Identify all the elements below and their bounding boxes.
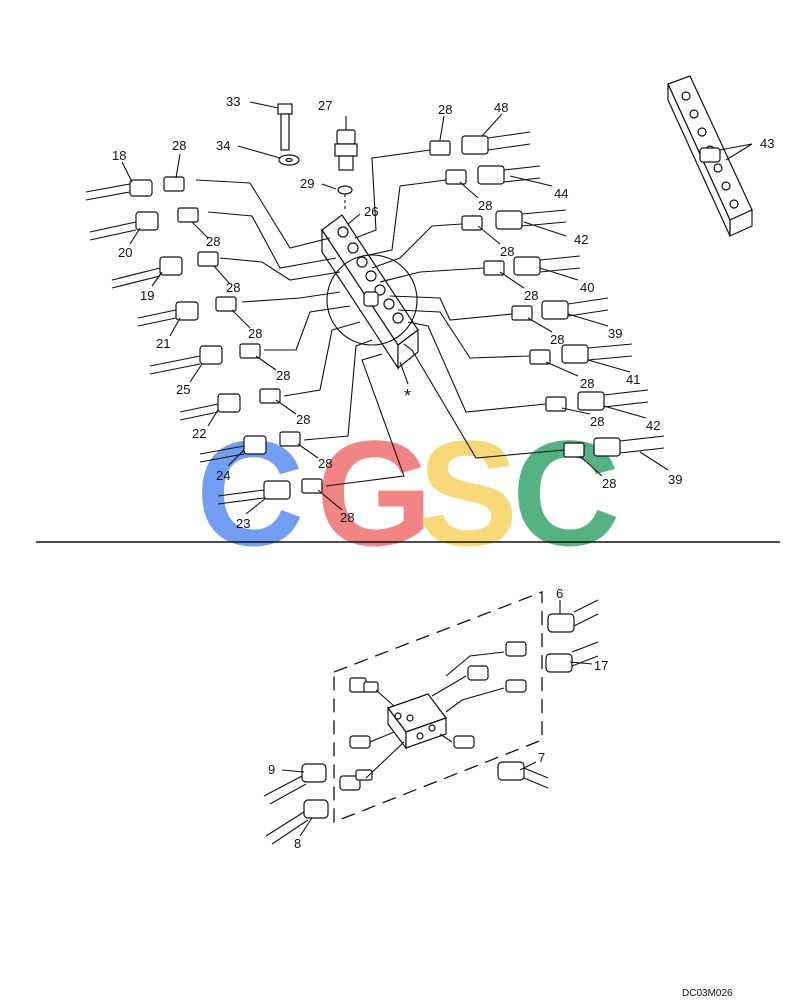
dashed-boundary — [333, 591, 543, 823]
callout-34: 34 — [216, 138, 230, 153]
washer-34 — [237, 145, 300, 166]
right-adapters — [429, 140, 585, 458]
callout-28-b: 28 — [206, 234, 220, 249]
callout-39-b: 39 — [668, 472, 682, 487]
sensor-27 — [334, 116, 358, 171]
watermark-letter-g: G — [316, 409, 433, 577]
callout-28-p: 28 — [602, 476, 616, 491]
callout-23: 23 — [236, 516, 250, 531]
callout-28-i: 28 — [438, 102, 452, 117]
callout-28-f: 28 — [296, 412, 310, 427]
callout-39-a: 39 — [608, 326, 622, 341]
callout-28-m: 28 — [550, 332, 564, 347]
callout-7: 7 — [538, 750, 545, 765]
lower-leaders — [281, 600, 593, 837]
watermark-letter-s: S — [418, 409, 518, 577]
callout-28-e: 28 — [276, 368, 290, 383]
callout-28-a: 28 — [172, 138, 186, 153]
callout-17: 17 — [594, 658, 608, 673]
left-adapters — [163, 176, 323, 494]
connection-lines — [195, 149, 565, 487]
left-hoses — [85, 179, 291, 505]
callout-48: 48 — [494, 100, 508, 115]
callout-28-c: 28 — [226, 280, 240, 295]
callout-28-k: 28 — [500, 244, 514, 259]
callout-25: 25 — [176, 382, 190, 397]
small-manifold-block — [387, 693, 447, 750]
upper-assembly: 18 28 20 28 19 28 21 28 25 28 22 28 24 2… — [85, 75, 774, 531]
callout-6: 6 — [556, 586, 563, 601]
callout-28-l: 28 — [524, 288, 538, 303]
upper-callouts: 18 28 20 28 19 28 21 28 25 28 22 28 24 2… — [112, 94, 774, 531]
manifold-block — [321, 214, 419, 371]
callout-28-o: 28 — [590, 414, 604, 429]
callout-42-a: 42 — [574, 232, 588, 247]
lower-callouts: 6 17 7 9 8 — [268, 586, 608, 851]
callout-27: 27 — [318, 98, 332, 113]
callout-9: 9 — [268, 762, 275, 777]
bolt-33 — [249, 101, 293, 151]
callout-29: 29 — [300, 176, 314, 191]
callout-28-j: 28 — [478, 198, 492, 213]
callout-44: 44 — [554, 186, 568, 201]
callout-26: 26 — [364, 204, 378, 219]
o-ring-29 — [321, 183, 353, 212]
lower-hoses — [263, 599, 599, 845]
callout-20: 20 — [118, 245, 132, 260]
callout-24: 24 — [216, 468, 230, 483]
right-hoses — [461, 131, 665, 457]
upper-leaders — [121, 113, 669, 515]
callout-28-n: 28 — [580, 376, 594, 391]
callout-21: 21 — [156, 336, 170, 351]
callout-18: 18 — [112, 148, 126, 163]
callout-28-d: 28 — [248, 326, 262, 341]
callout-19: 19 — [140, 288, 154, 303]
callout-40: 40 — [580, 280, 594, 295]
asterisk-mark: * — [404, 386, 411, 406]
callout-43: 43 — [760, 136, 774, 151]
manifold-43 — [667, 75, 753, 237]
callout-28-g: 28 — [318, 456, 332, 471]
callout-28-h: 28 — [340, 510, 354, 525]
callout-8: 8 — [294, 836, 301, 851]
watermark-letter-c2: C — [512, 409, 620, 577]
lower-assembly: 6 17 7 9 8 — [263, 586, 608, 851]
callout-33: 33 — [226, 94, 240, 109]
lower-fittings — [339, 641, 527, 791]
drawing-reference: DC03M026 — [682, 988, 733, 999]
watermark: C G S C — [196, 409, 620, 577]
callout-41: 41 — [626, 372, 640, 387]
callout-42-b: 42 — [646, 418, 660, 433]
callout-22: 22 — [192, 426, 206, 441]
